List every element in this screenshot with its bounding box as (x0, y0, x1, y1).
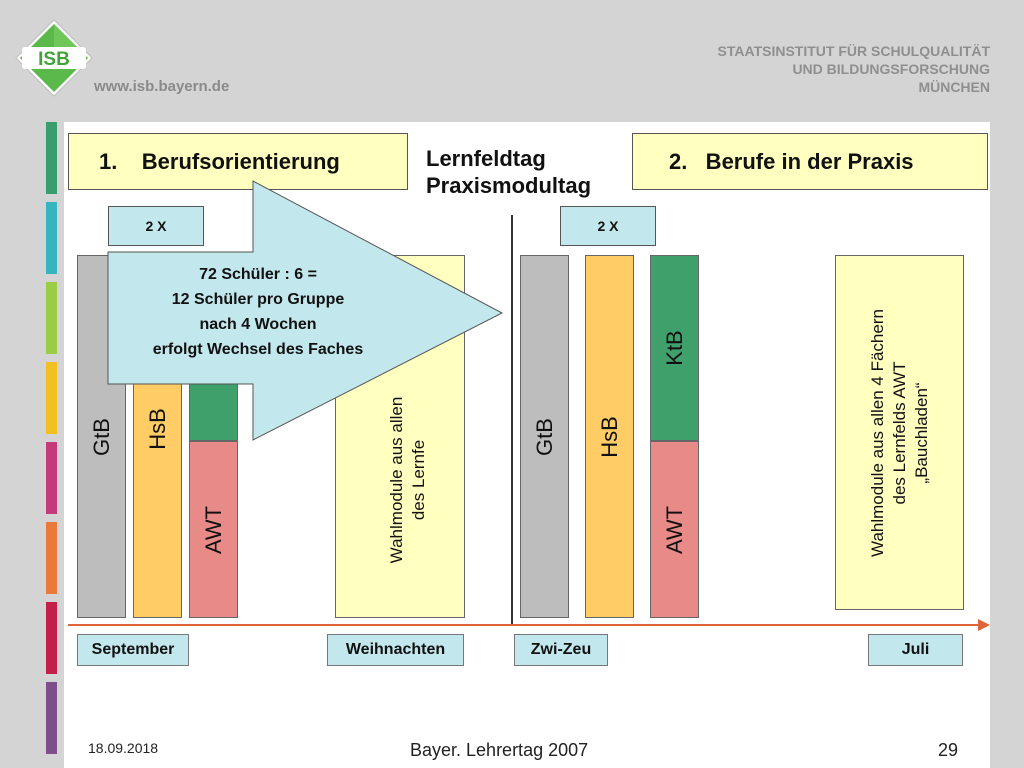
timeline-zwizeu: Zwi-Zeu (514, 634, 608, 666)
wahlmodule-right-line2: des Lernfelds AWT (889, 361, 909, 504)
website-url[interactable]: www.isb.bayern.de (94, 78, 230, 95)
column-awt-right: AWT (650, 441, 699, 618)
title-berufsorientierung: 1. Berufsorientierung (68, 133, 408, 190)
isb-logo: ISB (14, 18, 94, 98)
period-divider (511, 215, 513, 625)
callout-line1: 72 Schüler : 6 = (199, 266, 317, 283)
footer-date: 18.09.2018 (88, 740, 159, 756)
arrow-shape (107, 180, 504, 441)
rotation-badge-left: 2 X (108, 206, 204, 246)
color-strip (46, 202, 57, 274)
institute-line-2: UND BILDUNGSFORSCHUNG (792, 61, 990, 77)
column-wahlmodule-right: Wahlmodule aus allen 4 Fächern des Lernf… (835, 255, 964, 610)
wahlmodule-right-line1: Wahlmodule aus allen 4 Fächern (867, 308, 887, 557)
title-berufe-in-der-praxis: 2. Berufe in der Praxis (632, 133, 988, 190)
column-awt-left: AWT (189, 441, 238, 618)
color-strip (46, 522, 57, 594)
color-strip (46, 282, 57, 354)
logo-text: ISB (38, 49, 70, 70)
timeline-september: September (77, 634, 189, 666)
wahlmodule-right-line3: „Bauchladen“ (911, 381, 931, 484)
color-strip (46, 442, 57, 514)
column-ktb-right: KtB (650, 255, 699, 441)
footer-event: Bayer. Lehrertag 2007 (410, 740, 589, 760)
timeline-juli: Juli (868, 634, 963, 666)
title-left-text: 1. Berufsorientierung (99, 148, 340, 174)
title-lernfeldtag: Lernfeldtag Praxismodultag (426, 145, 591, 199)
color-strip (46, 602, 57, 674)
institute-line-1: STAATSINSTITUT FÜR SCHULQUALITÄT (717, 43, 990, 59)
page-number: 29 (938, 740, 959, 760)
column-gtb-right-label: GtB (531, 417, 557, 456)
callout-line3: nach 4 Wochen (199, 316, 317, 333)
rotation-badge-right: 2 X (560, 206, 656, 246)
callout-arrow (107, 180, 504, 441)
column-gtb-right: GtB (520, 255, 569, 618)
title-center-line2: Praxismodultag (426, 173, 592, 198)
color-strip (46, 682, 57, 754)
institute-line-3: MÜNCHEN (918, 79, 990, 95)
callout-text: 72 Schüler : 6 = 12 Schüler pro Gruppe n… (108, 262, 408, 362)
column-awt-right-label: AWT (661, 505, 687, 554)
title-center-line1: Lernfeldtag (426, 146, 546, 171)
wahlmodule-right-text: Wahlmodule aus allen 4 Fächern des Lernf… (867, 309, 933, 557)
institute-name: STAATSINSTITUT FÜR SCHULQUALITÄT UND BIL… (718, 42, 990, 96)
column-hsb-right: HsB (585, 255, 634, 618)
column-awt-left-label: AWT (200, 505, 226, 554)
column-ktb-right-label: KtB (661, 330, 687, 366)
title-right-text: 2. Berufe in der Praxis (669, 148, 914, 174)
timeline-arrow (68, 619, 990, 631)
callout-line4: erfolgt Wechsel des Faches (152, 341, 364, 358)
color-strip (46, 362, 57, 434)
timeline-weihnachten: Weihnachten (327, 634, 464, 666)
color-strip (46, 122, 57, 194)
column-hsb-right-label: HsB (596, 415, 622, 458)
callout-line2: 12 Schüler pro Gruppe (171, 291, 345, 308)
